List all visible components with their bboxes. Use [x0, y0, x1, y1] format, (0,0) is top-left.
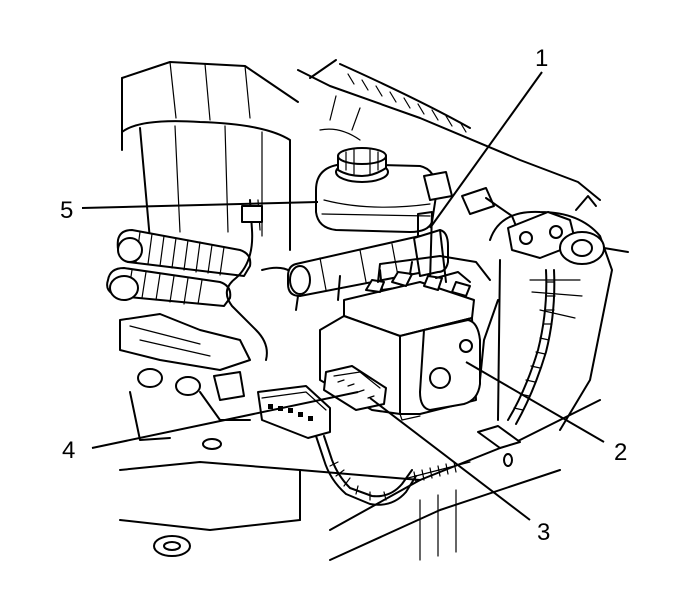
callout-3: 3 — [537, 519, 550, 546]
callout-4: 4 — [62, 437, 75, 464]
leader-line-3 — [369, 397, 531, 521]
brake-master-cylinder-reservoir — [287, 147, 453, 301]
leader-line-4 — [91, 391, 359, 449]
harness-connector — [257, 385, 417, 506]
callout-1: 1 — [535, 45, 548, 72]
intake-hoses — [106, 199, 301, 441]
engine-bay-structure — [119, 59, 613, 561]
callout-2: 2 — [614, 439, 627, 466]
leader-lines — [81, 71, 605, 521]
leader-line-5 — [81, 201, 319, 209]
right-side-hardware — [461, 187, 629, 425]
leader-line-1 — [429, 71, 543, 229]
callout-5: 5 — [60, 197, 73, 224]
callout-labels: 1 2 3 4 5 — [60, 45, 627, 546]
leader-line-2 — [465, 361, 605, 443]
